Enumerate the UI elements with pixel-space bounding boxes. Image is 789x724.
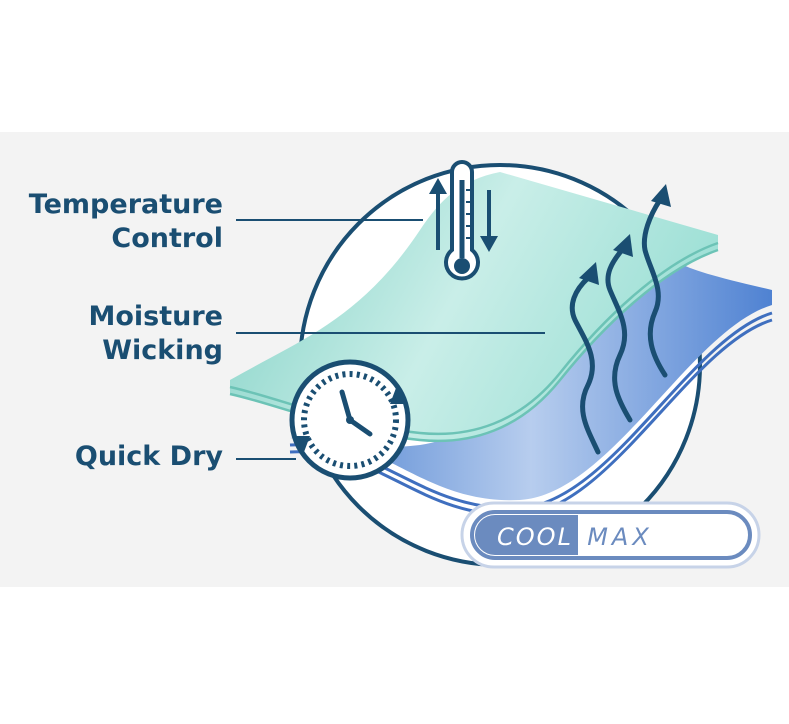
label-moisture-line2: Wicking bbox=[102, 335, 223, 366]
coolmax-logo: COOL MAX bbox=[460, 501, 761, 569]
up-down-arrows-icon bbox=[429, 178, 498, 252]
thermometer-icon bbox=[444, 160, 480, 281]
label-temperature-control: Temperature Control bbox=[29, 188, 223, 256]
rising-wavy-arrows-icon bbox=[569, 197, 668, 455]
label-quick-dry: Quick Dry bbox=[75, 440, 223, 474]
label-temperature-line1: Temperature bbox=[28, 189, 223, 220]
logo-cool-text: COOL bbox=[497, 523, 573, 551]
label-moisture-line1: Moisture bbox=[88, 301, 224, 332]
label-moisture-wicking: Moisture Wicking bbox=[89, 300, 224, 368]
clock-icon bbox=[289, 359, 411, 481]
wavy-arrow-heads bbox=[579, 184, 671, 285]
logo-max-text: MAX bbox=[587, 523, 653, 551]
label-quick-dry-text: Quick Dry bbox=[74, 441, 223, 472]
label-temperature-line2: Control bbox=[111, 223, 223, 254]
